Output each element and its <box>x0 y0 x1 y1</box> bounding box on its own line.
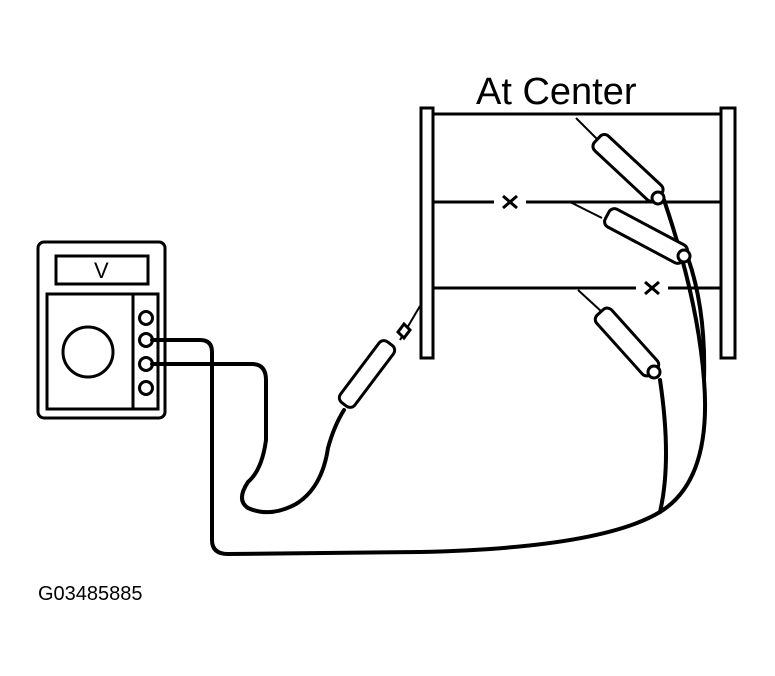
lead-to-left-probe <box>150 362 346 515</box>
right-frame-post <box>719 106 737 360</box>
figure-code: G03485885 <box>38 583 143 605</box>
meter-mode-label: V <box>94 258 109 283</box>
break-mark-middle <box>494 192 526 212</box>
meter-dial <box>61 325 115 379</box>
lead-branch-middle <box>686 256 707 382</box>
test-lead-cables <box>150 198 708 557</box>
multimeter: V <box>36 240 167 420</box>
break-mark-bottom <box>636 278 668 298</box>
left-frame-post <box>419 106 435 360</box>
bottom-wire-probe <box>577 289 662 380</box>
multimeter-display <box>54 254 150 286</box>
meter-jacks <box>138 310 154 396</box>
left-probe <box>337 305 421 409</box>
defogger-frame <box>419 106 737 360</box>
lead-to-right-probes <box>150 198 708 557</box>
meter-jack-1 <box>138 310 154 326</box>
heater-wires <box>433 112 721 290</box>
diagram-title: At Center <box>476 71 637 113</box>
middle-wire-probe <box>569 201 692 265</box>
meter-jack-4 <box>138 380 154 396</box>
top-wire-probe <box>575 117 666 206</box>
lead-branch-bottom <box>658 378 668 514</box>
